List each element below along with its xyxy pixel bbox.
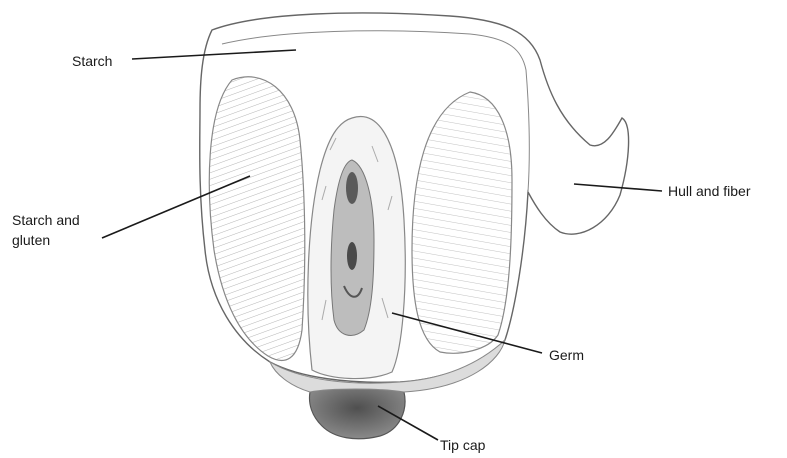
label-tip-cap: Tip cap	[440, 436, 485, 455]
leader-line-starch	[132, 50, 296, 59]
germ-dark-core-lower	[347, 242, 357, 270]
right-endosperm-lobe	[412, 92, 512, 353]
leader-line-hull	[574, 184, 662, 191]
germ-dark-core-upper	[346, 172, 358, 204]
label-starch-and-gluten-line1: Starch and	[12, 210, 80, 230]
label-starch-and-gluten: Starch and gluten	[12, 210, 80, 250]
label-hull-and-fiber: Hull and fiber	[668, 182, 751, 201]
label-starch: Starch	[72, 52, 112, 71]
label-starch-and-gluten-line2: gluten	[12, 230, 80, 250]
left-endosperm-lobe	[209, 77, 304, 361]
label-germ: Germ	[549, 346, 584, 365]
